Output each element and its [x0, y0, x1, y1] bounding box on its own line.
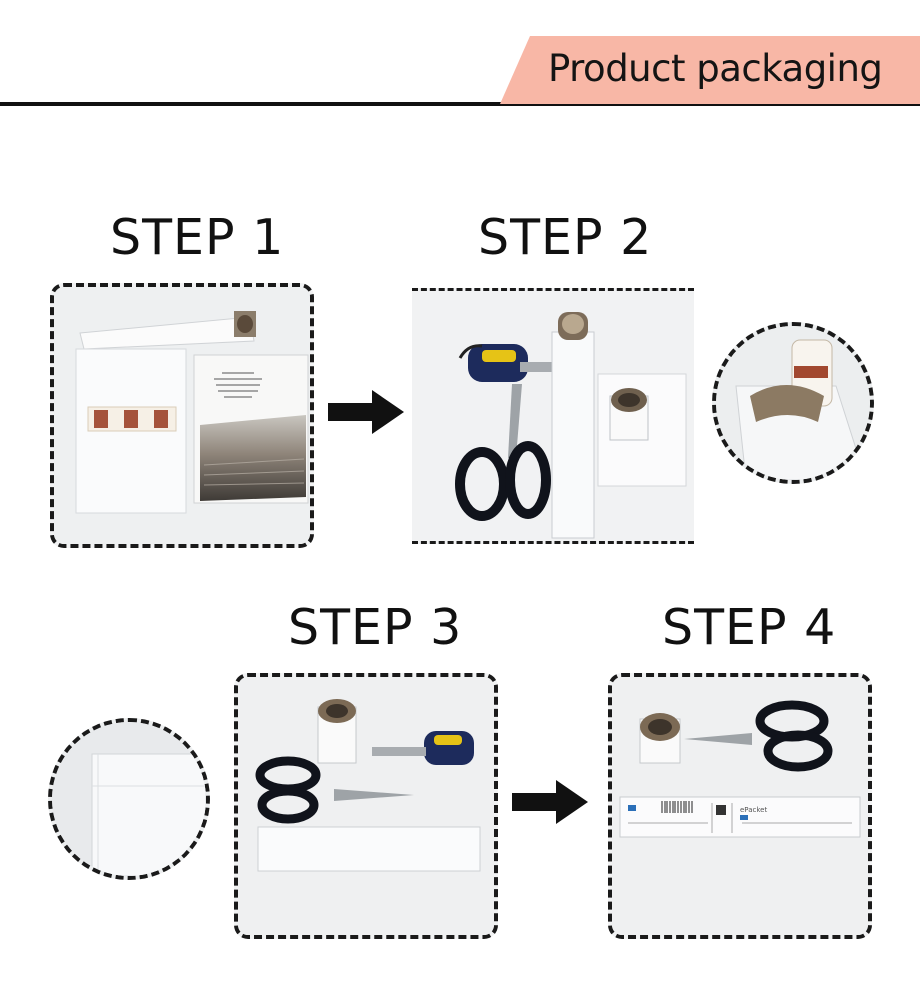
- tube-detail-circle: [712, 322, 874, 484]
- step-1-label: STEP 1: [110, 209, 285, 266]
- box-corner-detail-circle: [48, 718, 210, 880]
- step-3-label: STEP 3: [288, 599, 463, 656]
- step-1-photo: [50, 283, 314, 548]
- arrow-right-icon: [328, 390, 404, 434]
- step-3-photo: [234, 673, 498, 939]
- step-4-photo: ePacket: [608, 673, 872, 939]
- header-tab: [500, 36, 920, 104]
- page-title: Product packaging: [548, 47, 883, 90]
- header-rule: [0, 102, 920, 106]
- step-2-photo: [412, 288, 694, 544]
- step-2-label: STEP 2: [478, 209, 653, 266]
- epacket-label: ePacket: [740, 806, 767, 814]
- arrow-right-icon: [512, 780, 588, 824]
- step-4-label: STEP 4: [662, 599, 837, 656]
